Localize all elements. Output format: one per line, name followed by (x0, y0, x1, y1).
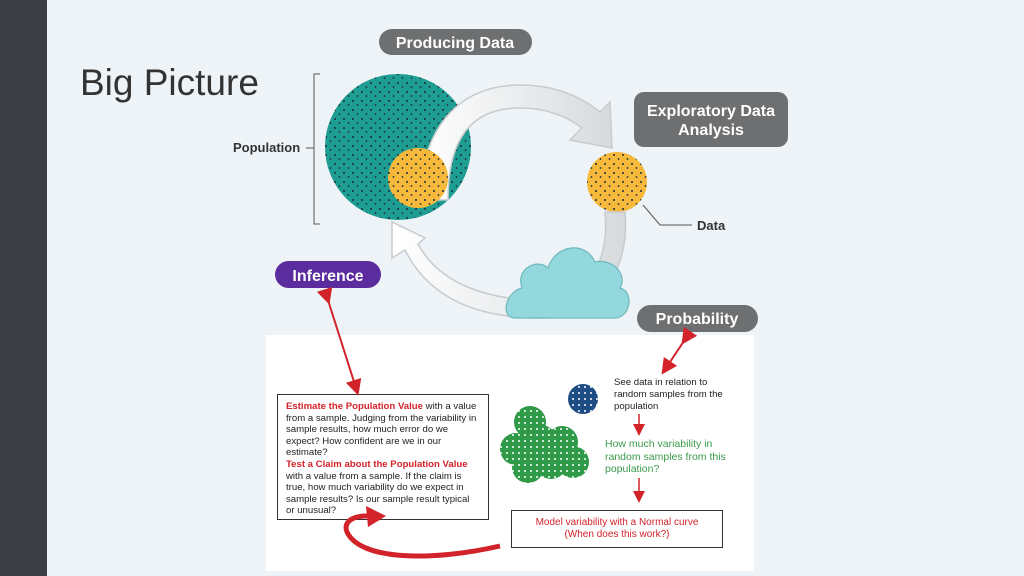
slide-title: Big Picture (80, 62, 259, 103)
model-line2: (When does this work?) (564, 529, 670, 540)
test-text: with a value from a sample. If the claim… (286, 470, 470, 517)
cloud-shape (505, 247, 630, 319)
producing-data-text: Producing Data (396, 35, 514, 52)
inference-text: Inference (292, 268, 363, 285)
inference-textbox: Estimate the Population Value with a val… (277, 394, 489, 520)
probability-pill (637, 305, 758, 332)
population-label: Population (233, 140, 300, 155)
estimate-text: with a value from a sample. Judging from… (286, 401, 477, 459)
model-variability-box: Model variability with a Normal curve (W… (511, 510, 723, 548)
inference-pill (275, 261, 381, 288)
eda-pill (634, 92, 788, 147)
data-label: Data (697, 218, 726, 233)
probability-red-arrow (661, 326, 698, 375)
test-title: Test a Claim about the Population Value (286, 458, 468, 470)
slide-sidebar (0, 0, 47, 576)
eda-text-line2: Analysis (678, 122, 744, 139)
data-leader-line (642, 204, 692, 226)
green-sample-circles (500, 406, 589, 483)
inference-red-arrow (316, 286, 362, 396)
eda-text-line1: Exploratory Data (647, 103, 775, 120)
producing-data-pill (379, 29, 532, 55)
probability-text: Probability (656, 311, 739, 328)
arrow-producing-data (419, 84, 613, 201)
population-bracket (313, 73, 320, 225)
see-data-note: See data in relation to random samples f… (614, 377, 723, 412)
model-line1: Model variability with a Normal curve (535, 517, 699, 528)
estimate-title: Estimate the Population Value (286, 401, 424, 412)
variability-note: How much variability in random samples f… (605, 438, 726, 475)
bottom-curved-red-arrow (343, 513, 501, 559)
